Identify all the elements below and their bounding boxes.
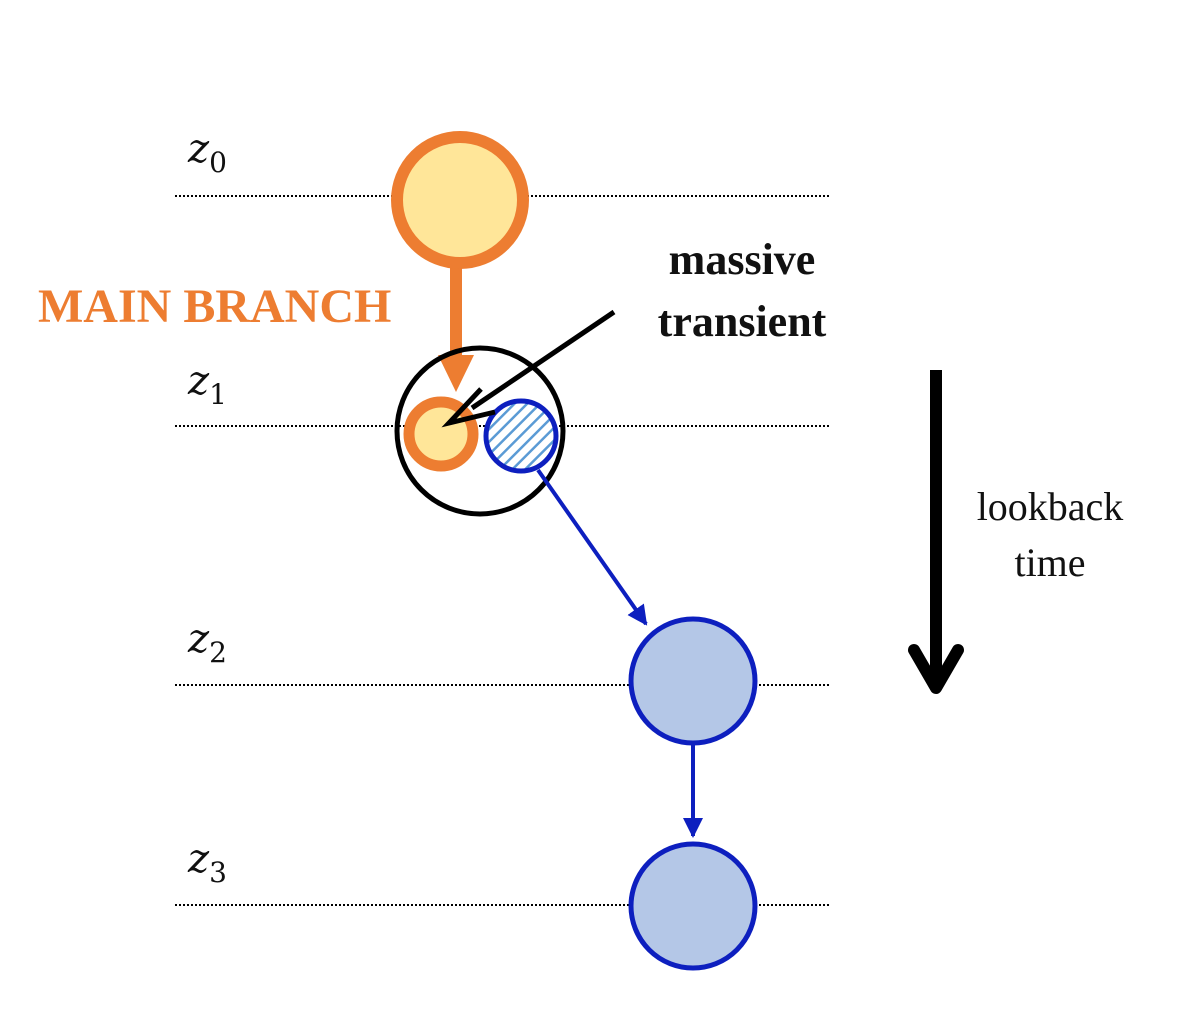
level-label-z1: z1 — [187, 358, 227, 411]
secondary-halo-z2 — [628, 616, 758, 746]
secondary-halo-z3 — [628, 841, 758, 971]
level-label-z0: z0 — [187, 126, 227, 179]
transient-pointer-arrow — [470, 309, 616, 411]
massive-transient-label-line2: transient — [658, 297, 827, 346]
massive-transient-halo — [483, 398, 559, 474]
lookback-time-label-line1: lookback — [977, 484, 1124, 529]
secondary-branch-arrow-1 — [536, 468, 648, 626]
main-halo-z0 — [391, 131, 529, 269]
level-label-z2: z2 — [187, 616, 227, 669]
level-label-z3: z3 — [187, 836, 227, 889]
main-branch-arrowhead — [438, 355, 474, 392]
merger-outline-circle — [394, 345, 566, 517]
main-branch-label: MAIN BRANCH — [38, 280, 391, 333]
lookback-time-arrowhead — [908, 644, 964, 694]
transient-pointer-arrowhead — [441, 387, 496, 428]
massive-transient-label-line1: massive — [669, 235, 816, 284]
main-halo-z1 — [403, 396, 479, 472]
lookback-time-label-line2: time — [1014, 540, 1085, 585]
